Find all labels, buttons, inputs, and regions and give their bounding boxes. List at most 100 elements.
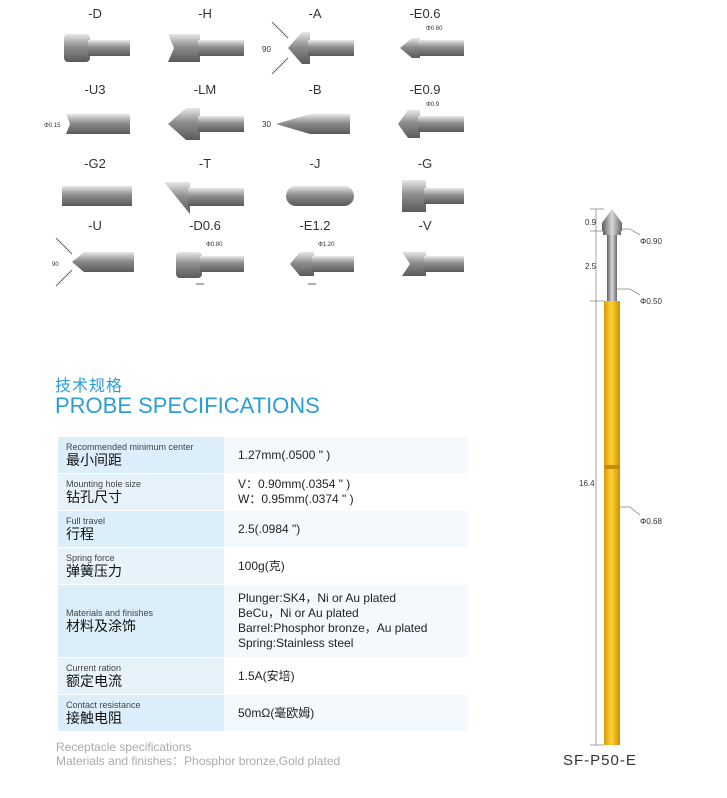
tip-u3-note: Φ0.15 — [44, 123, 61, 129]
tip-g2: -G2 — [40, 156, 150, 226]
tip-e12: -E1.2 Φ1.20 — [260, 218, 370, 288]
tip-u: -U 90 — [40, 218, 150, 288]
tip-e06: -E0.6 Φ0.60 — [370, 6, 480, 76]
tip-label: -B — [308, 82, 322, 97]
spec-value-line: Spring:Stainless steel — [238, 636, 354, 650]
probe-barrel-groove — [604, 465, 620, 469]
spec-key-cn: 材料及涂饰 — [66, 618, 136, 635]
spec-value: 100g(克) — [224, 548, 468, 584]
spec-key-en: Recommended minimum center — [66, 441, 194, 452]
spec-key-en: Contact resistance — [66, 699, 141, 710]
tip-label: -E0.6 — [409, 6, 441, 21]
spec-row-contact-resistance: Contact resistance 接触电阻 50mΩ(毫欧姆) — [58, 695, 468, 732]
tip-d06-note: Φ0.80 — [206, 242, 223, 248]
tip-a-angle: 90 — [262, 45, 271, 54]
tip-label: -J — [309, 156, 321, 171]
spec-key-cn: 行程 — [66, 526, 94, 543]
tip-e12-note: Φ1.20 — [318, 242, 335, 248]
probe-model: SF-P50-E — [563, 752, 637, 769]
tip-u3: -U3 Φ0.15 — [40, 82, 150, 152]
tip-label: -D0.6 — [189, 218, 221, 233]
tip-label: -D — [88, 6, 102, 21]
tip-a: -A 90 — [260, 6, 370, 76]
spec-table: Recommended minimum center 最小间距 1.27mm(.… — [58, 437, 468, 732]
spec-row-mounting-hole: Mounting hole size 钻孔尺寸 V：0.90mm(.0354 "… — [58, 474, 468, 511]
tip-e06-note: Φ0.60 — [426, 26, 443, 32]
tip-e06-drawing: Φ0.60 — [400, 26, 464, 58]
tip-label: -E0.9 — [409, 82, 441, 97]
spec-key: Contact resistance 接触电阻 — [58, 695, 224, 731]
tip-g-drawing — [402, 180, 464, 212]
spec-key-cn: 弹簧压力 — [66, 563, 122, 580]
dim-tip-label: 0.9 — [585, 218, 597, 227]
receptacle-title: Receptacle specifications — [56, 740, 192, 754]
spec-value: V：0.90mm(.0354 " ) W：0.95mm(.0374 " ) — [224, 474, 468, 510]
spec-key: Materials and finishes 材料及涂饰 — [58, 585, 224, 657]
spec-row-min-center: Recommended minimum center 最小间距 1.27mm(.… — [58, 437, 468, 474]
tip-d-drawing — [64, 34, 130, 62]
tip-u3-drawing: Φ0.15 — [44, 114, 130, 134]
tip-label: -U — [88, 218, 102, 233]
probe-plunger — [607, 235, 617, 301]
dia-plunger-label: Φ0.50 — [640, 297, 663, 306]
tip-v-drawing — [402, 252, 464, 276]
tip-label: -G2 — [84, 156, 106, 171]
tip-b-drawing: 30 — [262, 114, 350, 134]
tip-v: -V — [370, 218, 480, 288]
dim-total-label: 16.4 — [579, 479, 595, 488]
spec-key: Full travel 行程 — [58, 511, 224, 547]
tip-e09: -E0.9 Φ0.9 — [370, 82, 480, 152]
spec-value-line: W：0.95mm(.0374 " ) — [238, 492, 354, 506]
spec-value-line: Barrel:Phosphor bronze，Au plated — [238, 621, 428, 635]
spec-value-line: 50mΩ(毫欧姆) — [238, 705, 315, 720]
spec-row-spring-force: Spring force 弹簧压力 100g(克) — [58, 548, 468, 585]
spec-value: 1.27mm(.0500 " ) — [224, 437, 468, 473]
tip-lm: -LM — [150, 82, 260, 152]
spec-key-en: Spring force — [66, 552, 115, 563]
probe-head — [603, 231, 621, 235]
spec-key-cn: 额定电流 — [66, 673, 122, 690]
spec-key-en: Materials and finishes — [66, 607, 154, 618]
dim-travel-label: 2.5 — [585, 262, 597, 271]
tip-g2-drawing — [62, 186, 132, 206]
spec-row-current: Current ration 额定电流 1.5A(安培) — [58, 658, 468, 695]
spec-key: Mounting hole size 钻孔尺寸 — [58, 474, 224, 510]
spec-key-cn: 最小间距 — [66, 452, 122, 469]
dia-head-label: Φ0.90 — [640, 237, 663, 246]
spec-value: 2.5(.0984 ") — [224, 511, 468, 547]
tip-d06: -D0.6 Φ0.80 — [150, 218, 260, 288]
tip-h-drawing — [168, 34, 244, 62]
spec-value-line: BeCu，Ni or Au plated — [238, 606, 359, 620]
spec-row-full-travel: Full travel 行程 2.5(.0984 ") — [58, 511, 468, 548]
tip-b: -B 30 — [260, 82, 370, 152]
tip-g: -G — [370, 156, 480, 226]
tip-label: -LM — [193, 82, 217, 97]
spec-value-line: 2.5(.0984 ") — [238, 521, 301, 536]
tip-u-angle: 90 — [52, 262, 59, 268]
tip-d: -D — [40, 6, 150, 76]
spec-key: Current ration 额定电流 — [58, 658, 224, 694]
tip-lm-drawing — [168, 108, 244, 140]
tip-b-angle: 30 — [262, 120, 271, 129]
tip-e09-drawing: Φ0.9 — [398, 102, 464, 138]
spec-value: 50mΩ(毫欧姆) — [224, 695, 468, 731]
spec-value-line: 100g(克) — [238, 558, 285, 573]
tip-t-drawing — [164, 182, 244, 214]
spec-key-cn: 钻孔尺寸 — [66, 489, 122, 506]
probe-tip — [602, 209, 622, 231]
tip-label: -E1.2 — [299, 218, 331, 233]
spec-value-line: 1.27mm(.0500 " ) — [238, 447, 331, 462]
dia-barrel-label: Φ0.68 — [640, 517, 663, 526]
receptacle-materials: Materials and finishes：Phosphor bronze,G… — [56, 754, 341, 768]
spec-key-en: Mounting hole size — [66, 478, 142, 489]
tip-d06-drawing: Φ0.80 — [176, 242, 244, 285]
tip-e12-drawing: Φ1.20 — [290, 242, 354, 285]
tip-t: -T — [150, 156, 260, 226]
spec-value: 1.5A(安培) — [224, 658, 468, 694]
spec-row-materials: Materials and finishes 材料及涂饰 Plunger:SK4… — [58, 585, 468, 658]
spec-value-line: V：0.90mm(.0354 " ) — [238, 477, 351, 491]
tip-label: -H — [198, 6, 212, 21]
tip-label: -V — [418, 218, 432, 233]
probe-barrel — [604, 301, 620, 745]
tip-style-grid: -D -H -A 90 -E0.6 — [40, 6, 490, 296]
